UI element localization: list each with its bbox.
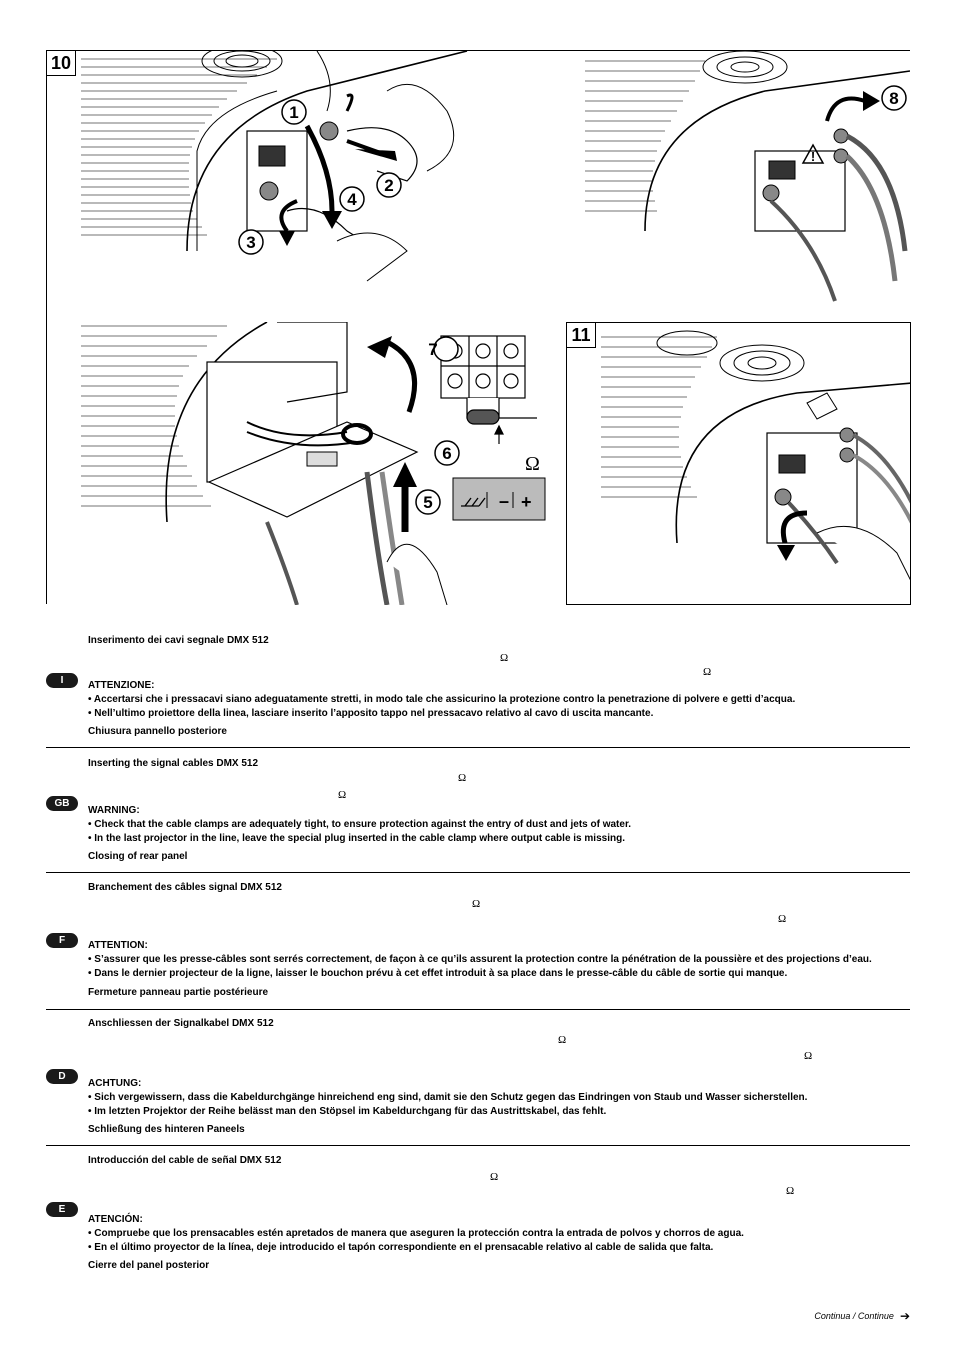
section-divider [46, 1009, 910, 1010]
omega-symbol: Ω [472, 898, 481, 910]
omega-symbol: Ω [786, 1185, 795, 1197]
warning-bullet: • In the last projector in the line, lea… [88, 833, 625, 844]
closing-heading: Fermeture panneau partie postérieure [88, 987, 269, 998]
figure-number-11: 11 [567, 323, 596, 348]
omega-symbol: Ω [525, 453, 540, 475]
language-badge-f: F [46, 933, 78, 948]
illustration-cable-gland-removal: 1 2 3 4 [81, 51, 468, 282]
illustration-closing-rear-panel [601, 330, 910, 582]
warning-title: ACHTUNG: [88, 1078, 142, 1089]
step-1-label: 1 [289, 103, 298, 122]
svg-text:+: + [521, 492, 532, 512]
language-badge-i: I [46, 673, 78, 688]
section-divider [46, 1145, 910, 1146]
warning-symbol: ! [811, 149, 815, 164]
svg-text:–: – [499, 491, 509, 511]
instruction-figure: 1 2 3 4 10 [46, 50, 911, 605]
warning-bullet: • Dans le dernier projecteur de la ligne… [88, 968, 788, 979]
panel-11-closing: 11 [566, 322, 911, 605]
continue-text: Continua / Continue [814, 1311, 894, 1321]
warning-bullet: • S’assurer que les presse-câbles sont s… [88, 954, 872, 965]
panel-10-terminal-board: Ω – + 7 6 5 [47, 322, 566, 605]
omega-symbol: Ω [804, 1050, 813, 1062]
omega-symbol: Ω [703, 666, 712, 678]
panel-10-cable-connection: ! 8 [585, 51, 910, 323]
closing-heading: Cierre del panel posterior [88, 1260, 210, 1271]
section-divider [46, 747, 910, 748]
section-heading: Inserimento dei cavi segnale DMX 512 [88, 635, 269, 646]
omega-symbol: Ω [458, 772, 467, 784]
section-spanish: E Introducción del cable de señal DMX 51… [46, 1154, 910, 1279]
language-badge-gb: GB [46, 796, 78, 811]
warning-title: ATENCIÓN: [88, 1214, 143, 1225]
omega-symbol: Ω [490, 1171, 499, 1183]
warning-bullet: • Compruebe que los prensacables estén a… [88, 1228, 744, 1239]
closing-heading: Schließung des hinteren Paneels [88, 1124, 245, 1135]
closing-heading: Chiusura pannello posteriore [88, 726, 227, 737]
warning-title: ATTENTION: [88, 940, 148, 951]
warning-bullet: • Im letzten Projektor der Reihe belässt… [88, 1106, 607, 1117]
section-german: D Anschliessen der Signalkabel DMX 512 Ω… [46, 1017, 910, 1142]
closing-heading: Closing of rear panel [88, 851, 188, 862]
illustration-terminal-board: Ω – + 7 6 5 [81, 322, 546, 605]
step-5-label: 5 [423, 493, 432, 512]
step-4-label: 4 [347, 190, 357, 209]
warning-bullet: • En el último proyector de la línea, de… [88, 1242, 714, 1253]
arrow-right-icon: ➔ [899, 1309, 910, 1323]
continue-footer: Continua / Continue ➔ [814, 1309, 910, 1323]
section-heading: Branchement des câbles signal DMX 512 [88, 882, 282, 893]
figure-number-10: 10 [47, 51, 76, 76]
omega-symbol: Ω [500, 652, 509, 664]
illustration-cable-connection: ! 8 [585, 51, 910, 302]
section-italian: I Inserimento dei cavi segnale DMX 512 Ω… [46, 634, 910, 744]
step-6-label: 6 [442, 444, 451, 463]
section-heading: Inserting the signal cables DMX 512 [88, 758, 259, 769]
warning-bullet: • Sich vergewissern, dass die Kabeldurch… [88, 1092, 808, 1103]
omega-symbol: Ω [338, 789, 347, 801]
section-french: F Branchement des câbles signal DMX 512 … [46, 881, 910, 1006]
section-heading: Introducción del cable de señal DMX 512 [88, 1155, 282, 1166]
warning-title: WARNING: [88, 805, 140, 816]
warning-bullet: • Check that the cable clamps are adequa… [88, 819, 632, 830]
warning-title: ATTENZIONE: [88, 680, 155, 691]
step-2-label: 2 [384, 176, 393, 195]
warning-bullet: • Accertarsi che i pressacavi siano adeg… [88, 694, 796, 705]
step-7-label: 7 [428, 340, 437, 359]
warning-bullet: • Nell’ultimo proiettore della linea, la… [88, 708, 654, 719]
language-badge-e: E [46, 1202, 78, 1217]
language-badge-d: D [46, 1069, 78, 1084]
step-8-label: 8 [889, 89, 898, 108]
step-3-label: 3 [246, 233, 255, 252]
section-divider [46, 872, 910, 873]
omega-symbol: Ω [558, 1034, 567, 1046]
panel-10-cable-glands: 1 2 3 4 10 [47, 51, 585, 323]
omega-symbol: Ω [778, 913, 787, 925]
section-english: GB Inserting the signal cables DMX 512 Ω… [46, 757, 910, 867]
section-heading: Anschliessen der Signalkabel DMX 512 [88, 1018, 274, 1029]
